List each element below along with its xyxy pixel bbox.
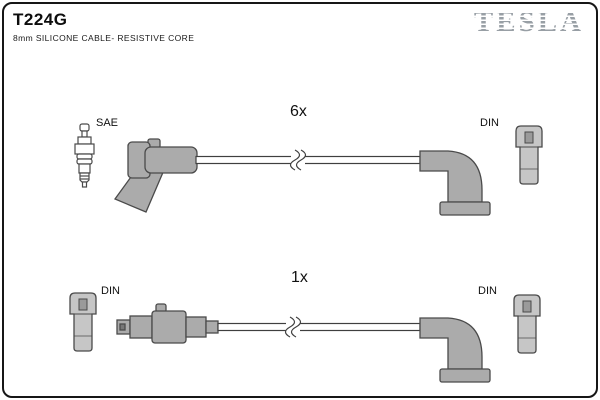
din-connector-icon [513,294,541,354]
straight-boot-icon [116,303,219,344]
connector-label-din-top-right: DIN [480,117,499,129]
cable-break-icon [289,149,307,171]
connector-label-din-bottom-right: DIN [478,285,497,297]
angled-boot-icon [419,317,491,383]
angled-boot-icon [113,138,198,213]
product-subtitle: 8mm SILICONE CABLE- RESISTIVE CORE [13,33,195,43]
part-number: T224G [13,10,68,29]
din-connector-icon [515,125,543,185]
quantity-label-bottom: 1x [291,269,308,286]
cable-bottom [217,322,421,332]
connector-label-din-bottom-left: DIN [101,285,120,297]
connector-label-sae: SAE [96,117,119,129]
cable-top [195,155,421,165]
spark-plug-icon [74,123,95,188]
cable-break-icon [284,316,302,338]
din-connector-icon [69,292,97,352]
quantity-label-top: 6x [290,103,307,120]
angled-boot-icon [419,150,491,216]
